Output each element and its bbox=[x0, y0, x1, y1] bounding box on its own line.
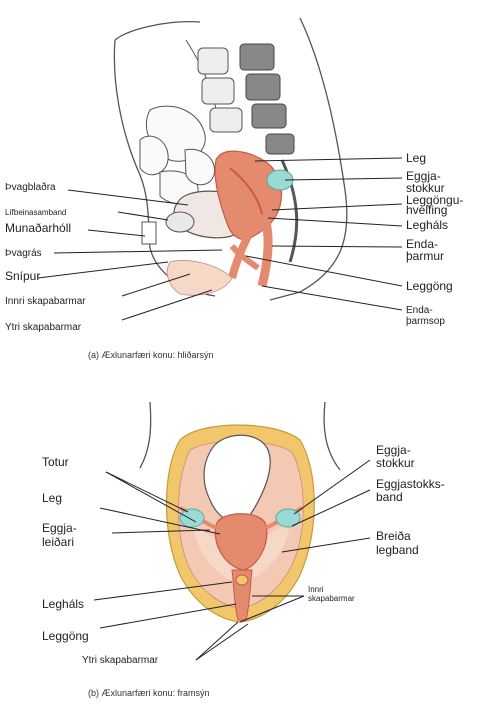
mons-pubis bbox=[142, 222, 156, 244]
caption-a: (a) Æxlunarfæri konu: hliðarsýn bbox=[88, 350, 214, 360]
label-ytri-skapabarmar-a: Ytri skapabarmar bbox=[5, 322, 82, 333]
label-eggjastokksband-b-1: Eggjastokks- bbox=[376, 477, 445, 491]
figure-a-sagittal bbox=[114, 18, 346, 300]
label-leg-b: Leg bbox=[42, 491, 62, 505]
label-leghals-a: Legháls bbox=[406, 218, 448, 232]
label-leggongu-a-2: hvelfing bbox=[406, 203, 447, 217]
label-leg-a: Leg bbox=[406, 151, 426, 165]
label-breida-b-2: legband bbox=[376, 543, 419, 557]
label-thvagbladra: Þvagblaðra bbox=[5, 181, 56, 193]
label-lifbeinasamband: Lífbeinasamband bbox=[5, 208, 66, 217]
label-eggjaleidari-b-1: Eggja- bbox=[42, 521, 77, 535]
caption-b: (b) Æxlunarfæri konu: framsýn bbox=[88, 688, 210, 698]
label-endathermsop-a-1: Enda- bbox=[406, 305, 433, 316]
label-munadarholl: Munaðarhóll bbox=[5, 221, 71, 235]
label-innri-skapabarmar-a: Innri skapabarmar bbox=[5, 296, 86, 307]
label-leggong-b: Leggöng bbox=[42, 629, 89, 643]
label-leggong-a: Leggöng bbox=[406, 279, 453, 293]
intestines bbox=[140, 106, 215, 204]
label-breida-b-1: Breiða bbox=[376, 529, 411, 543]
label-snipur: Snípur bbox=[5, 269, 40, 283]
label-endathermsop-a-2: þarmsop bbox=[406, 316, 445, 327]
label-innri-b-2: skapabarmar bbox=[308, 594, 355, 603]
rectum-a bbox=[262, 222, 268, 286]
label-eggjastokkur-b-1: Eggja- bbox=[376, 443, 411, 457]
ovary-left-b bbox=[180, 509, 204, 527]
label-totur: Totur bbox=[42, 455, 69, 469]
label-thvagras: Þvagrás bbox=[5, 248, 42, 259]
label-endathermur-a-2: þarmur bbox=[406, 249, 444, 263]
label-leghals-b: Legháls bbox=[42, 597, 84, 611]
label-innri-b-1: Innri bbox=[308, 585, 324, 594]
pubic-bone bbox=[166, 212, 194, 232]
label-eggjastokkur-b-2: stokkur bbox=[376, 456, 415, 470]
label-ytri-skapabarmar-b: Ytri skapabarmar bbox=[82, 655, 159, 666]
label-eggjastokksband-b-2: band bbox=[376, 490, 403, 504]
label-eggjaleidari-b-2: leiðari bbox=[42, 535, 74, 549]
